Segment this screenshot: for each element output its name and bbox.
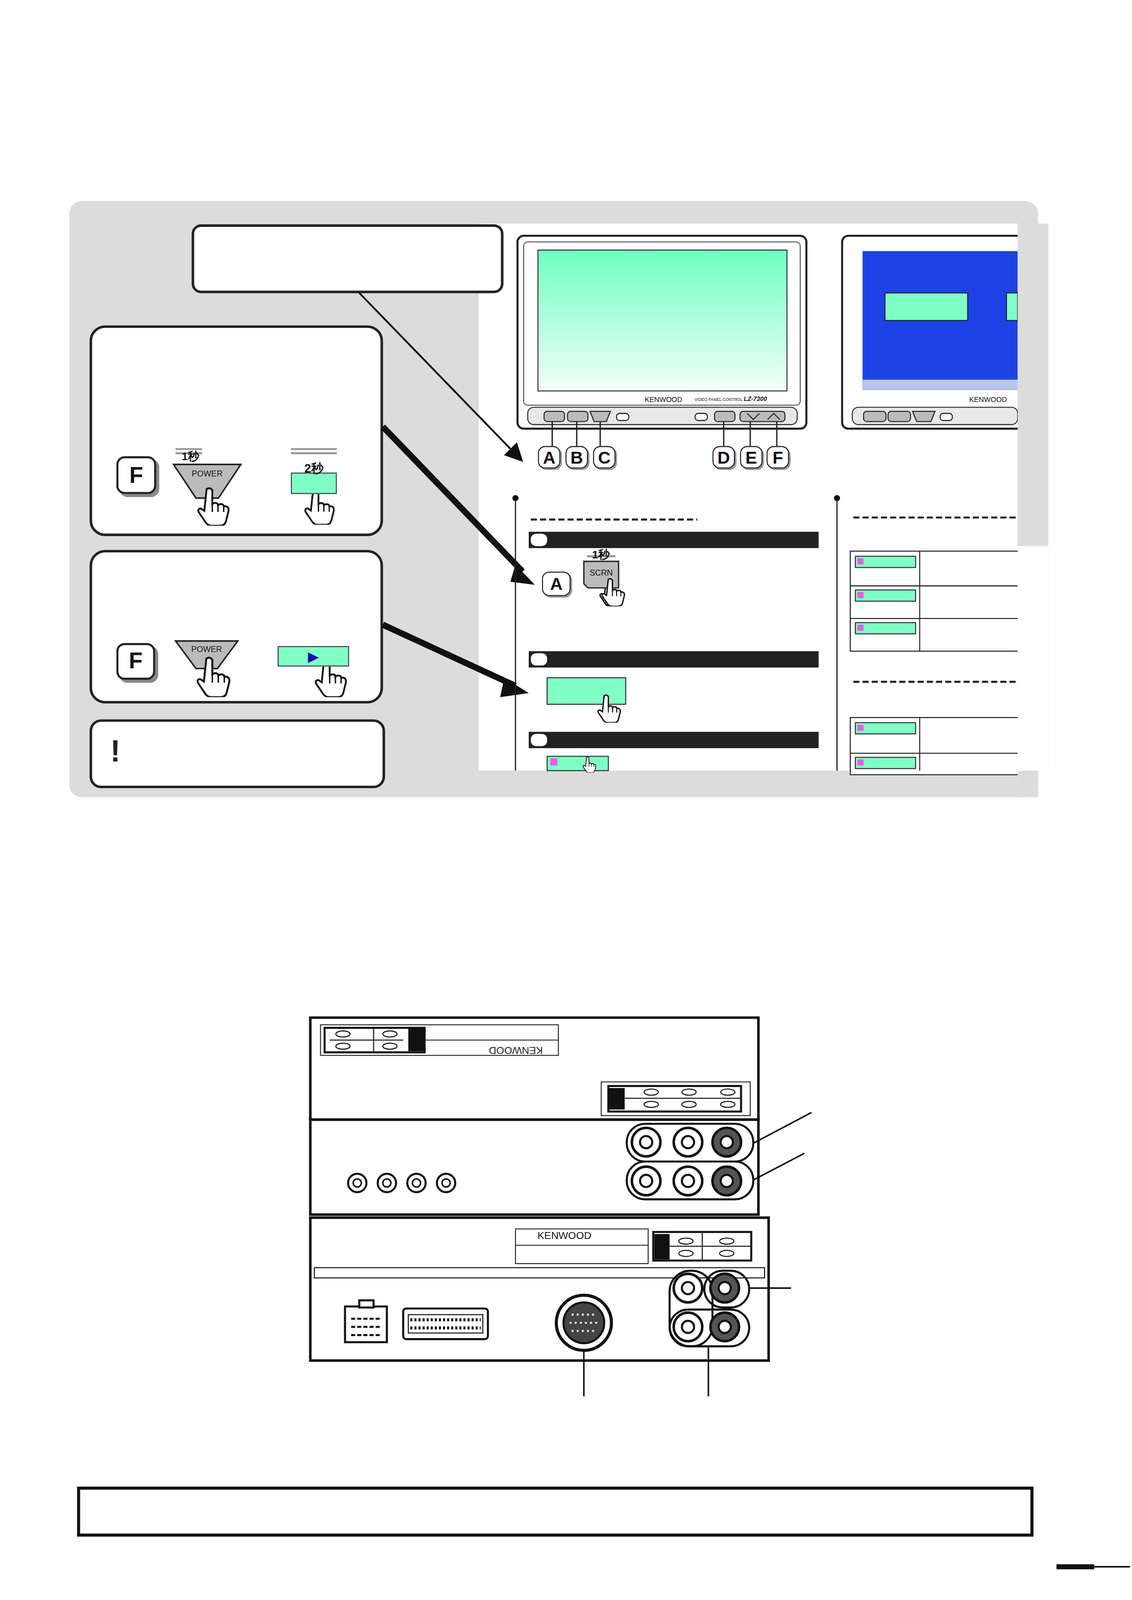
button-label: F	[128, 650, 143, 673]
button-label: E	[745, 448, 757, 467]
callout-letter: C	[592, 445, 616, 469]
callout-letter: B	[565, 445, 588, 469]
brand-label: KENWOOD	[644, 395, 683, 403]
button-label: D	[717, 448, 731, 467]
brand-label: KENWOOD	[488, 1045, 543, 1056]
button-label: A	[543, 448, 556, 467]
duration-label: 1秒	[181, 451, 199, 463]
rca-jack	[673, 1166, 703, 1196]
duration-label: 1秒	[591, 548, 610, 561]
brand-label: KENWOOD	[969, 395, 1007, 403]
rca-jack-pin	[720, 1135, 733, 1149]
caution-icon: !	[109, 735, 121, 767]
model-label: LZ-7300	[743, 396, 767, 402]
key-icon: A	[542, 571, 571, 597]
rca-jack-pin	[681, 1281, 694, 1295]
rca-jack	[710, 1274, 739, 1303]
power-button: POWER	[175, 641, 238, 660]
rca-jack	[673, 1128, 703, 1157]
callout-letter: D	[712, 445, 735, 469]
rca-jack-pin	[640, 1135, 653, 1149]
rca-jack	[631, 1128, 661, 1157]
brand-label: KENWOOD	[537, 1231, 592, 1242]
button-label: A	[549, 575, 563, 593]
button-label: POWER	[191, 470, 223, 479]
rca-jack	[673, 1312, 703, 1342]
rca-jack	[673, 1274, 703, 1303]
rca-jack-pin	[640, 1174, 653, 1188]
key-icon: F	[116, 456, 157, 495]
rca-jack-pin	[720, 1174, 733, 1188]
rca-jack-pin	[681, 1135, 694, 1149]
key-icon: F	[116, 643, 156, 680]
callout-letter: E	[739, 445, 763, 469]
duration-label: 2秒	[304, 462, 324, 475]
power-button: 1秒POWER	[173, 464, 242, 485]
button-label: F	[772, 448, 784, 467]
rca-jack	[710, 1312, 739, 1342]
model-text: VIDEO PANEL CONTROL	[694, 398, 743, 402]
rca-jack	[712, 1128, 741, 1157]
rca-jack-pin	[718, 1281, 731, 1295]
button-label: B	[570, 448, 584, 467]
rca-jack-pin	[681, 1320, 694, 1334]
button-label: POWER	[191, 646, 223, 655]
callout-letter: A	[538, 445, 561, 469]
play-button: ▶	[277, 646, 350, 667]
green-button: 2秒	[291, 472, 337, 494]
rca-jack	[631, 1166, 661, 1196]
button-label: ▶	[307, 649, 319, 664]
rca-jack-pin	[681, 1174, 694, 1188]
button-label: C	[597, 448, 611, 467]
callout-letter: F	[766, 445, 790, 469]
button-label: SCRN	[589, 569, 613, 579]
rca-jack-pin	[718, 1320, 731, 1334]
rca-jack	[712, 1166, 741, 1196]
button-label: F	[129, 464, 144, 487]
scrn-button: 1秒SCRN	[584, 562, 619, 585]
